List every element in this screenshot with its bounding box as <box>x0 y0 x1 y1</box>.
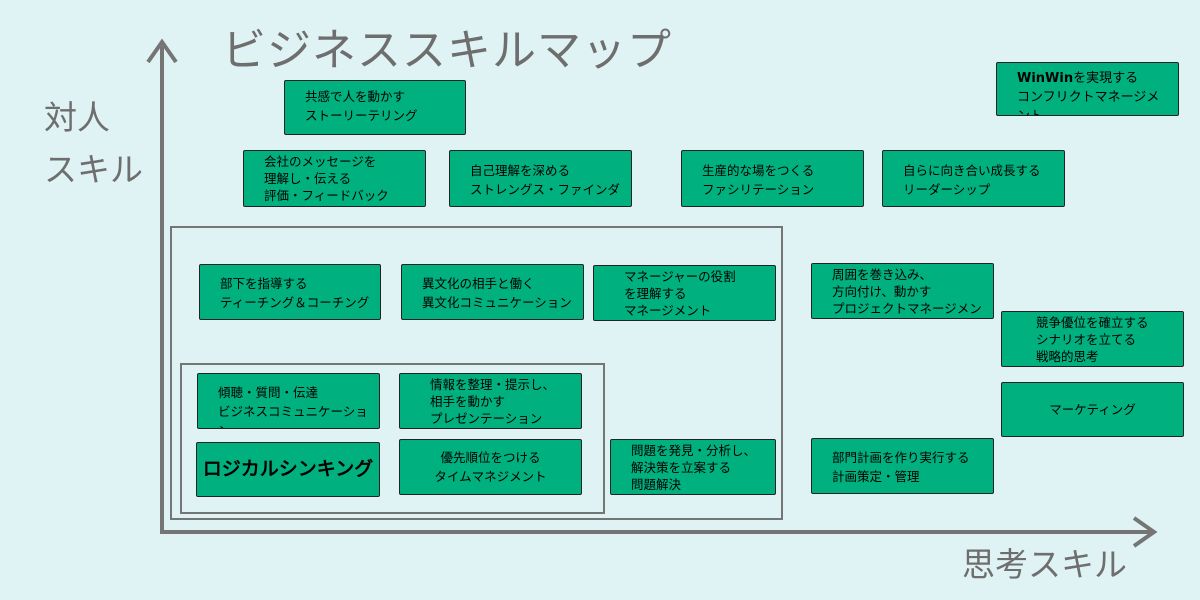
presentation-box: 情報を整理・提示し、 相手を動かす プレゼンテーション <box>399 373 582 429</box>
outer-group-frame <box>170 226 783 520</box>
y-axis-arrowhead <box>146 38 178 64</box>
intercultural-box: 異文化の相手と働く 異文化コミュニケーション <box>401 264 584 320</box>
page-title: ビジネススキルマップ <box>222 25 672 76</box>
feedback-box: 会社のメッセージを 理解し・伝える 評価・フィードバック <box>243 150 426 207</box>
x-axis-label: 思考スキル <box>962 545 1127 584</box>
marketing-box: マーケティング <box>1001 382 1184 437</box>
leadership-box: 自らに向き合い成長する リーダーシップ <box>882 150 1065 207</box>
conflict-text: を実現する コンフリクトマネージメント <box>1017 71 1160 115</box>
storytelling-box: 共感で人を動かす ストーリーテリング <box>284 80 466 135</box>
winwin-text: WinWin <box>1017 71 1074 86</box>
planning-box: 部門計画を作り実行する 計画策定・管理 <box>811 438 994 494</box>
y-axis-label: 対人 スキル <box>44 98 143 189</box>
logical-thinking-box: ロジカルシンキング <box>196 442 380 497</box>
management-box: マネージャーの役割 を理解する マネージメント <box>593 265 776 321</box>
strategic-thinking-box: 競争優位を確立する シナリオを立てる 戦略的思考 <box>1001 311 1184 367</box>
business-communication-box: 傾聴・質問・伝達 ビジネスコミュニケーション <box>197 373 380 429</box>
conflict-management-box: WinWinを実現する コンフリクトマネージメント <box>996 62 1179 116</box>
strengths-finder-box: 自己理解を深める ストレングス・ファインダー <box>449 150 632 207</box>
inner-group-frame <box>180 363 605 514</box>
project-management-box: 周囲を巻き込み、 方向付け、動かす プロジェクトマネージメント <box>811 263 994 319</box>
facilitation-box: 生産的な場をつくる ファシリテーション <box>681 150 864 207</box>
coaching-box: 部下を指導する ティーチング＆コーチング <box>199 264 381 320</box>
x-axis-arrowhead <box>1132 516 1158 548</box>
time-management-box: 優先順位をつける タイムマネジメント <box>399 439 582 495</box>
problem-solving-box: 問題を発見・分析し、 解決策を立案する 問題解決 <box>610 439 776 495</box>
